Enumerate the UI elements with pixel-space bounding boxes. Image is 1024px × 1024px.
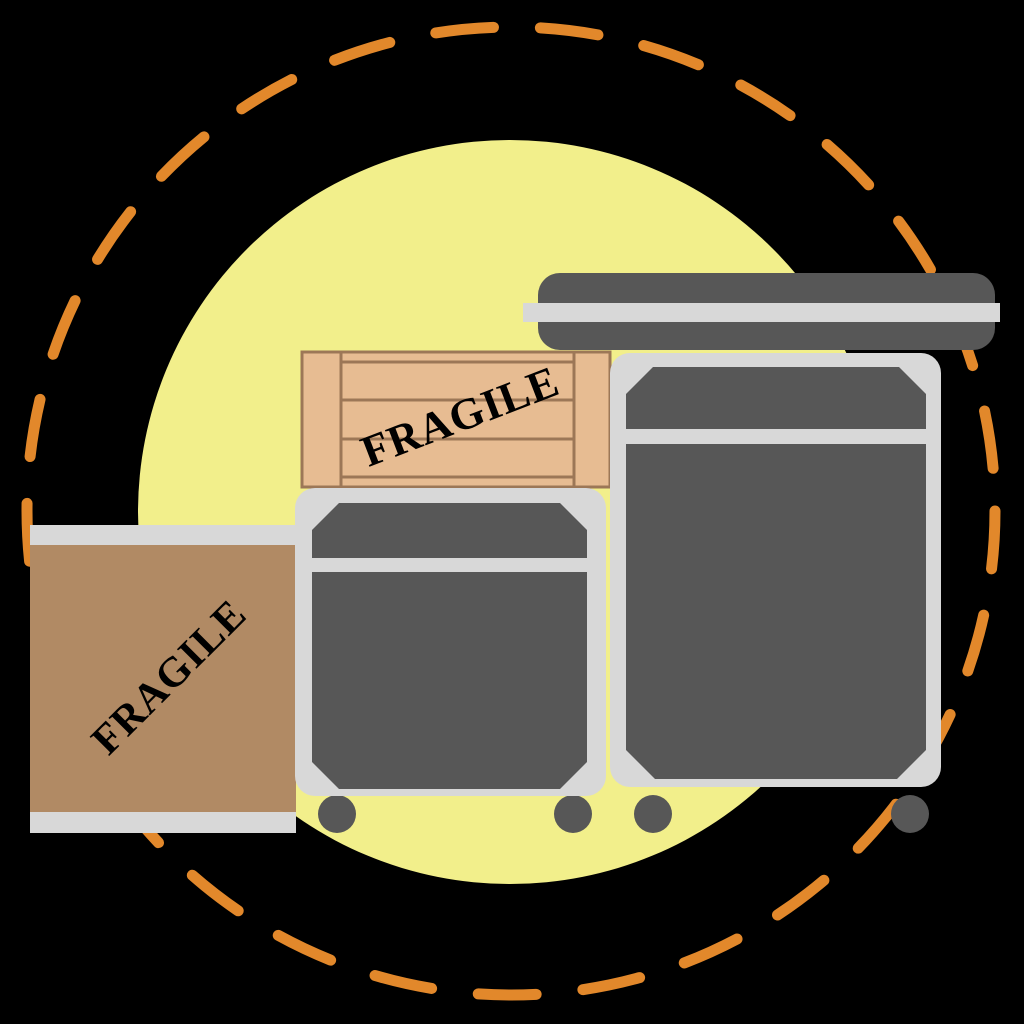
- wheel-3: [634, 795, 672, 833]
- lid-case-stripe: [523, 303, 1000, 322]
- lid-case: [523, 273, 1000, 350]
- wheels: [318, 795, 929, 833]
- equipment-case-large: [610, 353, 941, 787]
- wheel-4: [891, 795, 929, 833]
- case-large-top-panel: [626, 367, 926, 429]
- wheel-1: [318, 795, 356, 833]
- box-tape-bottom: [30, 812, 296, 833]
- equipment-case-medium: [295, 488, 606, 796]
- box-tape-top: [30, 525, 296, 545]
- box-body: [30, 545, 296, 813]
- crate-body: [300, 350, 612, 489]
- cardboard-box: FRAGILE: [30, 525, 296, 833]
- case-large-main-panel: [626, 444, 926, 779]
- wooden-crate: FRAGILE: [300, 350, 612, 489]
- case-medium-main-panel: [312, 572, 587, 789]
- dashed-ring-circle: [21, 21, 1001, 1001]
- wheel-2: [554, 795, 592, 833]
- case-medium-top-panel: [312, 503, 587, 558]
